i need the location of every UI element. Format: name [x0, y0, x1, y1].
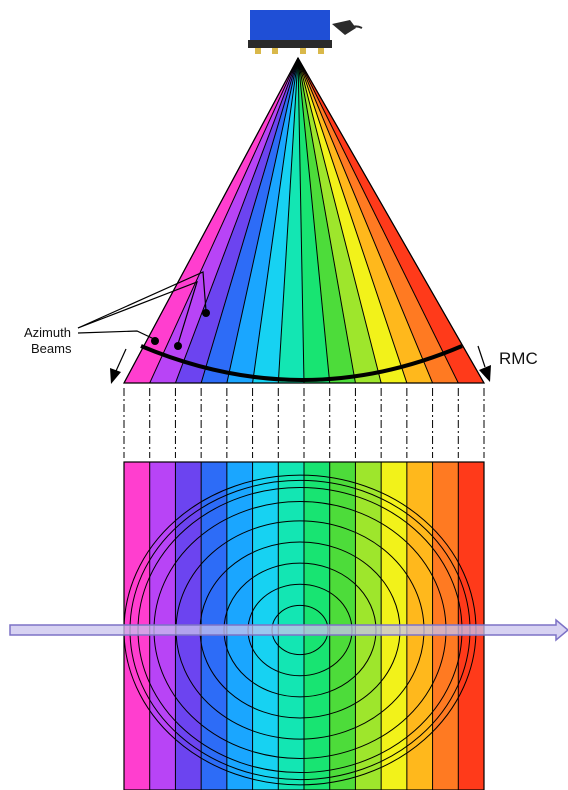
beam-divider: [297, 57, 459, 384]
beam-divider: [297, 57, 408, 384]
beam-divider: [226, 57, 299, 384]
beam-divider: [297, 57, 382, 384]
beam-divider: [200, 57, 299, 384]
beam-divider: [297, 57, 434, 384]
ground-track-arrow: [9, 618, 568, 642]
beam-divider: [297, 57, 331, 384]
beam-divider: [174, 57, 299, 384]
azimuth-beams-callout: [77, 271, 210, 350]
satellite-icon: [248, 10, 363, 54]
beam-divider: [277, 57, 299, 384]
projection-dashed-lines: [123, 388, 485, 458]
beam-divider: [297, 57, 305, 384]
beam-wedge: [278, 58, 304, 383]
azimuth-beam-fan: [124, 58, 484, 383]
rmc-arc: [140, 344, 463, 382]
beam-divider: [149, 57, 299, 384]
azimuth-label-line1: Azimuth: [24, 325, 71, 340]
fan-outline: [122, 56, 486, 384]
rmc-end-arrows: [110, 345, 491, 384]
beam-divider: [252, 57, 299, 384]
azimuth-label-line2: Beams: [31, 341, 72, 356]
beam-divider: [297, 57, 356, 384]
rmc-label: RMC: [499, 349, 538, 368]
